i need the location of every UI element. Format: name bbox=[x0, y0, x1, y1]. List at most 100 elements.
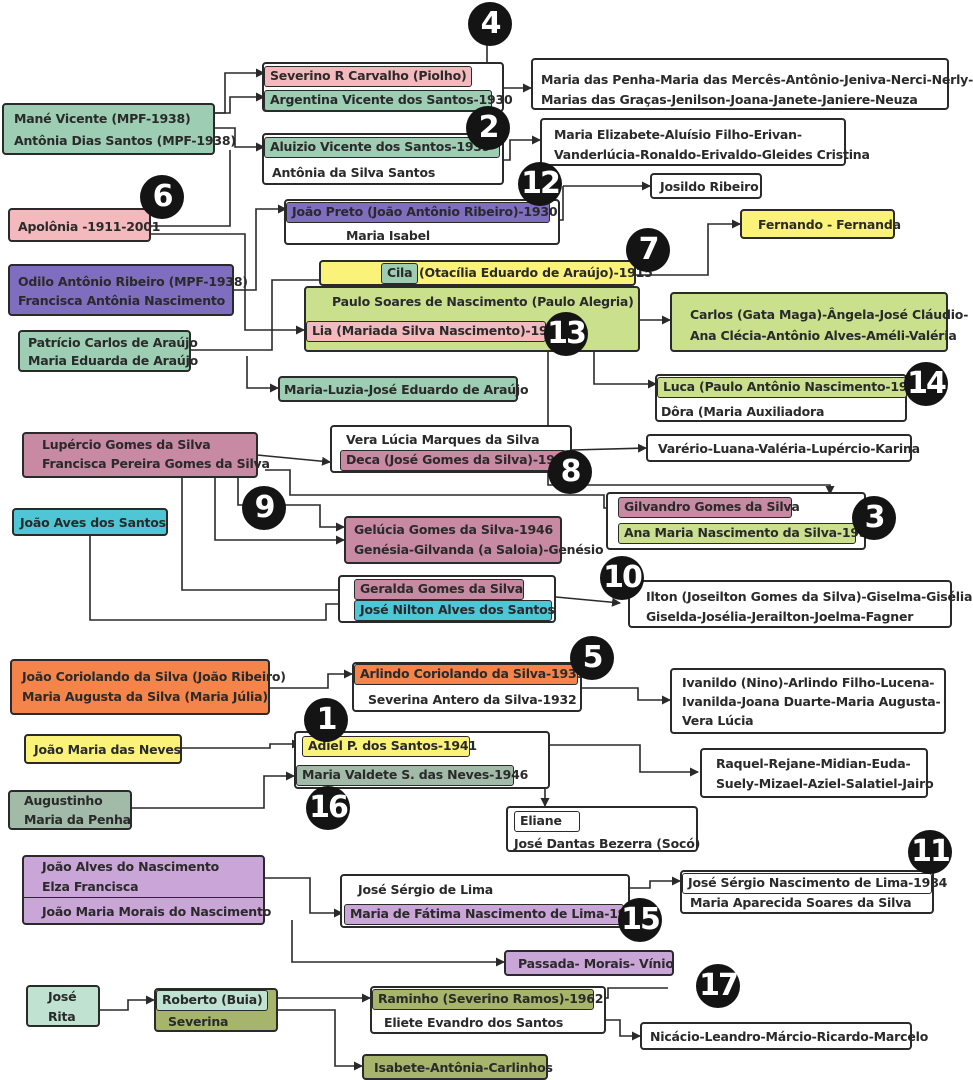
person-antonia-silva: Antônia da Silva Santos bbox=[272, 165, 436, 180]
node-aluizio-couple: Aluizio Vicente dos Santos-1939 Antônia … bbox=[262, 133, 504, 185]
children-adiel-line1: Raquel-Rejane-Midian-Euda- bbox=[716, 756, 911, 771]
person-patricio: Patrício Carlos de Araújo bbox=[28, 335, 198, 350]
person-maria-augusta: Maria Augusta da Silva (Maria Júlia) bbox=[22, 689, 268, 704]
person-jose-dantas: José Dantas Bezerra (Socó) bbox=[514, 836, 701, 851]
person-mane-vicente: Mané Vicente (MPF-1938) bbox=[14, 111, 191, 126]
node-children-adiel: Raquel-Rejane-Midian-Euda- Suely-Mizael-… bbox=[700, 748, 934, 798]
children-arlindo-line2: Ivanilda-Joana Duarte-Maria Augusta- bbox=[682, 694, 941, 709]
node-children-patricio: Maria-Luzia-José Eduardo de Araújo bbox=[278, 376, 529, 402]
number-badge-3: 3 bbox=[852, 496, 896, 540]
children-adiel-line2: Suely-Mizael-Aziel-Salatiel-Jairo bbox=[716, 776, 934, 791]
number-badge-11: 11 bbox=[908, 830, 952, 874]
node-lupercio-couple: Lupércio Gomes da Silva Francisca Pereir… bbox=[22, 432, 270, 478]
node-odilo-couple: Odilo Antônio Ribeiro (MPF-1938) Francis… bbox=[8, 264, 248, 316]
person-francisca-nascimento: Francisca Antônia Nascimento bbox=[18, 293, 226, 308]
node-jose-rita: José Rita bbox=[26, 985, 100, 1027]
person-maria-penha: Maria da Penha bbox=[24, 812, 131, 827]
node-children-raminho: Nicácio-Leandro-Márcio-Ricardo-Marcelo bbox=[640, 1022, 928, 1050]
node-arlindo-couple: Arlindo Coriolando da Silva-1933 Severin… bbox=[352, 662, 585, 712]
person-eliete: Eliete Evandro dos Santos bbox=[384, 1015, 564, 1030]
number-badge-16: 16 bbox=[306, 786, 350, 830]
node-children-paulo: Carlos (Gata Maga)-Ângela-José Cláudio- … bbox=[670, 292, 968, 352]
node-joao-alves-nascimento: João Alves do Nascimento Elza Francisca … bbox=[22, 855, 271, 925]
children-paulo-line2: Ana Clécia-Antônio Alves-Améli-Valéria bbox=[690, 328, 957, 343]
node-joao-maria-neves: João Maria das Neves bbox=[24, 734, 182, 764]
node-roberto-couple: Roberto (Buia) Severina bbox=[154, 988, 278, 1032]
person-severina-antero: Severina Antero da Silva-1932 bbox=[368, 692, 577, 707]
person-gelucia: Gelúcia Gomes da Silva-1946 bbox=[354, 522, 554, 537]
person-adiel: Adiel P. dos Santos-1941 bbox=[302, 736, 477, 757]
node-argentina-couple: Severino R Carvalho (Piolho) Argentina V… bbox=[262, 62, 513, 112]
person-joao-coriolando: João Coriolando da Silva (João Ribeiro) bbox=[22, 669, 286, 684]
person-fernando: Fernando - Fernanda bbox=[758, 217, 901, 232]
person-vera-lucia: Vera Lúcia Marques da Silva bbox=[346, 432, 540, 447]
number-badge-6: 6 bbox=[140, 175, 184, 219]
person-argentina: Argentina Vicente dos Santos-1930 bbox=[264, 90, 513, 111]
person-francisca-pereira: Francisca Pereira Gomes da Silva bbox=[42, 456, 270, 471]
node-adiel-couple: Adiel P. dos Santos-1941 Maria Valdete S… bbox=[294, 731, 550, 789]
node-jose-sergio-n-couple: José Sérgio Nascimento de Lima-1984 Mari… bbox=[680, 870, 947, 914]
node-jose-sergio-couple: José Sérgio de Lima Maria de Fátima Nasc… bbox=[340, 874, 643, 928]
node-luca-couple: Luca (Paulo Antônio Nascimento-1950 Dôra… bbox=[655, 374, 925, 422]
node-joao-preto-couple: João Preto (João Antônio Ribeiro)-1930 M… bbox=[284, 199, 560, 245]
node-deca-couple: Vera Lúcia Marques da Silva Deca (José G… bbox=[330, 425, 572, 473]
children-aluizio-line1: Maria Elizabete-Aluísio Filho-Erivan- bbox=[554, 127, 802, 142]
children-isabete: Isabete-Antônia-Carlinhos bbox=[374, 1060, 553, 1075]
children-aluizio-line2: Vanderlúcia-Ronaldo-Erivaldo-Gleides Cri… bbox=[554, 147, 870, 162]
person-maria-aparecida: Maria Aparecida Soares da Silva bbox=[690, 895, 912, 910]
node-mane-vicente-couple: Mané Vicente (MPF-1938) Antônia Dias San… bbox=[2, 103, 236, 155]
person-maria-eduarda: Maria Eduarda de Araújo bbox=[28, 353, 199, 368]
children-geralda-line2: Giselda-Josélia-Jerailton-Joelma-Fagner bbox=[646, 609, 914, 624]
person-arlindo: Arlindo Coriolando da Silva-1933 bbox=[354, 664, 585, 685]
person-luca: Luca (Paulo Antônio Nascimento-1950 bbox=[657, 377, 925, 398]
person-josildo: Josildo Ribeiro bbox=[660, 179, 759, 194]
children-passada: Passada- Morais- Vínio bbox=[518, 956, 674, 971]
children-argentina-line1: Maria das Penha-Maria das Mercês-Antônio… bbox=[541, 72, 973, 87]
person-dora: Dôra (Maria Auxiliadora bbox=[661, 404, 825, 419]
number-badge-5: 5 bbox=[570, 636, 614, 680]
person-roberto: Roberto (Buia) bbox=[156, 990, 268, 1011]
number-badge-12: 12 bbox=[518, 162, 562, 206]
number-badge-17: 17 bbox=[696, 964, 740, 1008]
person-eliane: Eliane bbox=[514, 811, 580, 832]
person-joao-alves-nascimento: João Alves do Nascimento bbox=[42, 859, 220, 874]
person-apolonia: Apolônia -1911-2001 bbox=[18, 219, 161, 234]
node-gilvandro-couple: Gilvandro Gomes da Silva Ana Maria Nasci… bbox=[606, 492, 876, 550]
children-arlindo-line3: Vera Lúcia bbox=[682, 713, 754, 728]
node-children-deca: Varério-Luana-Valéria-Lupércio-Karina bbox=[646, 434, 920, 462]
person-cila: Cila bbox=[381, 263, 419, 284]
node-passada: Passada- Morais- Vínio bbox=[504, 950, 674, 976]
person-elza: Elza Francisca bbox=[42, 879, 139, 894]
children-raminho: Nicácio-Leandro-Márcio-Ricardo-Marcelo bbox=[650, 1029, 929, 1044]
number-badge-1: 1 bbox=[304, 698, 348, 742]
node-geralda-couple: Geralda Gomes da Silva José Nilton Alves… bbox=[338, 575, 556, 623]
person-raminho: Raminho (Severino Ramos)-1962 bbox=[372, 989, 603, 1010]
person-deca: Deca (José Gomes da Silva)-1949 bbox=[340, 450, 572, 471]
children-patricio: Maria-Luzia-José Eduardo de Araújo bbox=[284, 382, 529, 397]
number-badge-8: 8 bbox=[548, 450, 592, 494]
number-badge-14: 14 bbox=[904, 362, 948, 406]
person-jose-sergio: José Sérgio de Lima bbox=[358, 882, 494, 897]
person-jose: José bbox=[48, 989, 77, 1004]
number-badge-15: 15 bbox=[618, 898, 662, 942]
person-joao-preto: João Preto (João Antônio Ribeiro)-1930 bbox=[286, 202, 558, 223]
person-maria-valdete: Maria Valdete S. das Neves-1946 bbox=[296, 765, 528, 786]
node-joao-coriolando-couple: João Coriolando da Silva (João Ribeiro) … bbox=[10, 659, 286, 715]
divider bbox=[24, 897, 265, 898]
person-cila-full: (Otacília Eduardo de Araújo)-1915 bbox=[419, 265, 653, 280]
person-joao-maria-morais: João Maria Morais do Nascimento bbox=[42, 904, 272, 919]
number-badge-7: 7 bbox=[626, 228, 670, 272]
person-joao-maria-neves: João Maria das Neves bbox=[34, 742, 181, 757]
node-children-argentina: Maria das Penha-Maria das Mercês-Antônio… bbox=[531, 58, 973, 110]
person-lia: Lia (Mariada Silva Nascimento)-1935 bbox=[306, 321, 565, 342]
node-children-geralda: Ilton (Joseilton Gomes da Silva)-Giselma… bbox=[628, 580, 972, 628]
number-badge-10: 10 bbox=[600, 556, 644, 600]
node-raminho-couple: Raminho (Severino Ramos)-1962 Eliete Eva… bbox=[370, 986, 606, 1034]
person-antonia-dias: Antônia Dias Santos (MPF-1938) bbox=[14, 133, 236, 148]
node-joao-aves: João Aves dos Santos bbox=[12, 508, 168, 536]
person-joao-aves: João Aves dos Santos bbox=[20, 515, 166, 530]
node-cila: Cila (Otacília Eduardo de Araújo)-1915 bbox=[319, 260, 653, 286]
node-apolonia: Apolônia -1911-2001 bbox=[8, 208, 160, 242]
node-eliane-couple: Eliane José Dantas Bezerra (Socó) bbox=[506, 806, 701, 852]
person-lupercio: Lupércio Gomes da Silva bbox=[42, 437, 211, 452]
